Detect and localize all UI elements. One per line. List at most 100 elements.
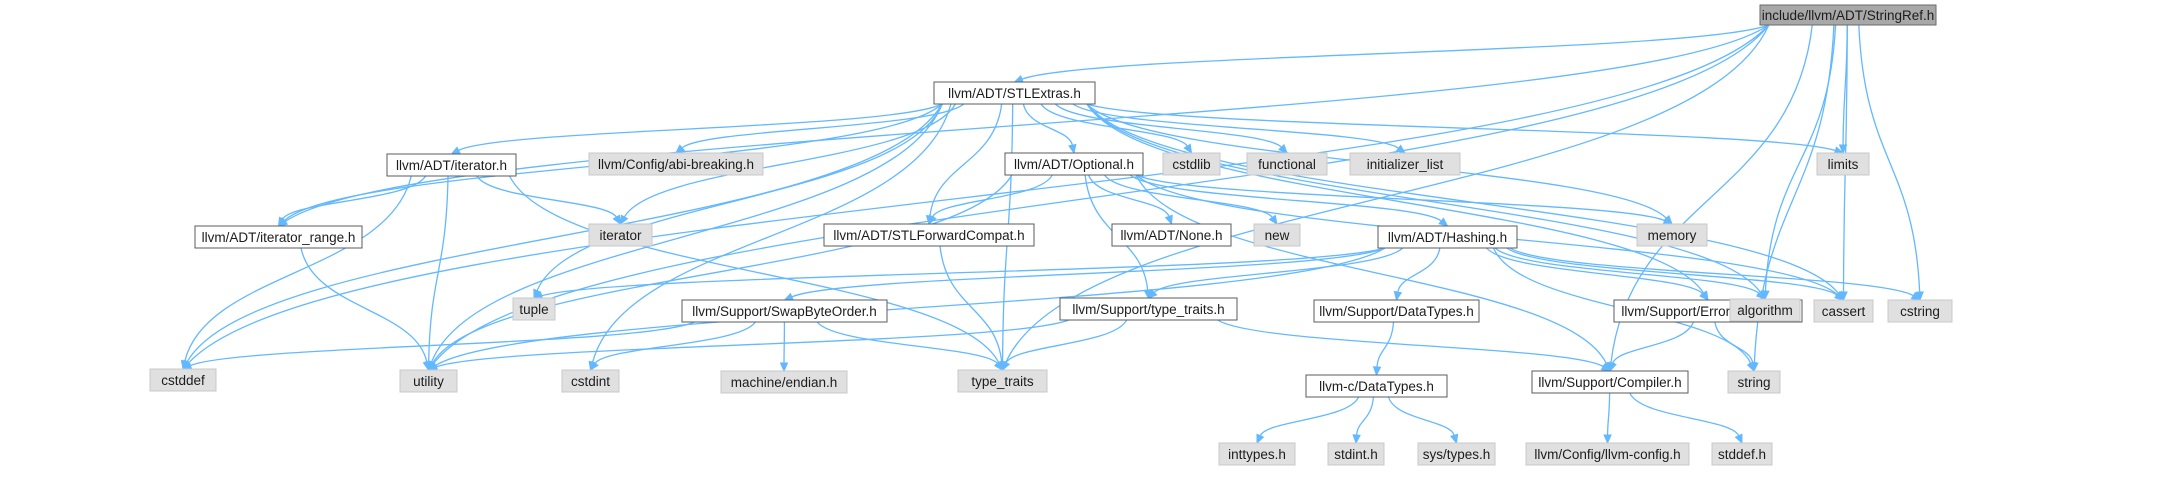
edge-stlforward-to-type_traits bbox=[939, 245, 1006, 372]
node-endian: machine/endian.h bbox=[720, 370, 848, 394]
node-memory: memory bbox=[1636, 223, 1708, 247]
node-label-cassert: cassert bbox=[1822, 304, 1866, 319]
node-label-hashing: llvm/ADT/Hashing.h bbox=[1388, 230, 1507, 245]
edge-typetraits_h-to-type_traits bbox=[1001, 319, 1128, 372]
node-inttypes: inttypes.h bbox=[1218, 442, 1296, 466]
node-label-cstddef: cstddef bbox=[161, 373, 205, 388]
node-label-initializer_list: initializer_list bbox=[1367, 157, 1444, 172]
node-label-cstring: cstring bbox=[1900, 304, 1940, 319]
node-label-tuple: tuple bbox=[519, 302, 548, 317]
edge-optional-to-new bbox=[1103, 174, 1278, 226]
edge-swapbyte-to-cstdint bbox=[589, 321, 756, 372]
node-label-stlforward: llvm/ADT/STLForwardCompat.h bbox=[833, 228, 1024, 243]
node-stddef: stddef.h bbox=[1711, 442, 1773, 466]
node-label-llvmc_datatypes: llvm-c/DataTypes.h bbox=[1319, 379, 1434, 394]
node-label-endian: machine/endian.h bbox=[731, 375, 838, 390]
edge-llvmc_datatypes-to-systypes bbox=[1387, 396, 1459, 445]
edge-swapbyte-to-endian bbox=[779, 321, 789, 373]
edge-stlextras-to-functional bbox=[1054, 103, 1288, 154]
edge-compiler-to-stddef bbox=[1629, 392, 1743, 445]
edge-optional-to-hashing bbox=[1129, 174, 1449, 227]
edge-hashing-to-cassert bbox=[1506, 247, 1845, 301]
node-label-limits: limits bbox=[1828, 157, 1859, 172]
edge-swapbyte-to-type_traits bbox=[816, 321, 1004, 371]
node-label-none: llvm/ADT/None.h bbox=[1120, 228, 1222, 243]
node-iterator_range[interactable]: llvm/ADT/iterator_range.h bbox=[194, 225, 363, 249]
node-typetraits_h[interactable]: llvm/Support/type_traits.h bbox=[1059, 297, 1238, 321]
edge-llvmc_datatypes-to-stdint bbox=[1352, 396, 1375, 445]
node-llvmc_datatypes[interactable]: llvm-c/DataTypes.h bbox=[1305, 374, 1448, 398]
edge-optional-to-memory bbox=[1135, 174, 1674, 225]
edge-stlextras-to-stlforward bbox=[925, 103, 1003, 226]
node-hashing[interactable]: llvm/ADT/Hashing.h bbox=[1377, 225, 1518, 249]
node-cstdint: cstdint bbox=[561, 369, 620, 393]
node-cstdlib: cstdlib bbox=[1162, 152, 1221, 176]
node-label-stringref: include/llvm/ADT/StringRef.h bbox=[1762, 8, 1935, 23]
node-swapbyte[interactable]: llvm/Support/SwapByteOrder.h bbox=[681, 299, 888, 323]
node-initializer_list: initializer_list bbox=[1349, 152, 1461, 176]
node-systypes: sys/types.h bbox=[1417, 442, 1496, 466]
node-label-typetraits_h: llvm/Support/type_traits.h bbox=[1072, 302, 1224, 317]
edge-hashing-to-errorhandling bbox=[1486, 247, 1709, 301]
node-algorithm: algorithm bbox=[1729, 298, 1801, 322]
node-string: string bbox=[1727, 370, 1781, 394]
node-label-inttypes: inttypes.h bbox=[1228, 447, 1286, 462]
node-cstddef: cstddef bbox=[149, 368, 217, 392]
node-label-compiler: llvm/Support/Compiler.h bbox=[1538, 375, 1681, 390]
node-label-new: new bbox=[1265, 228, 1290, 243]
edge-stringref-to-cstddef bbox=[182, 24, 1770, 370]
edge-hashing-to-algorithm bbox=[1494, 247, 1766, 300]
node-label-cstdint: cstdint bbox=[571, 374, 610, 389]
node-label-type_traits: type_traits bbox=[971, 374, 1034, 389]
edge-stringref-to-limits bbox=[1838, 24, 1848, 155]
edge-optional-to-none bbox=[1088, 174, 1173, 226]
node-label-algorithm: algorithm bbox=[1737, 303, 1793, 318]
node-llvmconfig: llvm/Config/llvm-config.h bbox=[1525, 442, 1690, 466]
edge-hashing-to-swapbyte bbox=[783, 247, 1386, 301]
node-none[interactable]: llvm/ADT/None.h bbox=[1111, 223, 1232, 247]
node-iterator_h[interactable]: llvm/ADT/iterator.h bbox=[386, 153, 517, 177]
edge-iterator_h-to-cstddef bbox=[180, 175, 412, 371]
node-stlforward[interactable]: llvm/ADT/STLForwardCompat.h bbox=[823, 223, 1035, 247]
edge-stlextras-to-optional bbox=[1022, 103, 1077, 155]
node-label-utility: utility bbox=[413, 374, 444, 389]
edge-typetraits_h-to-compiler bbox=[1217, 319, 1612, 372]
node-compiler[interactable]: llvm/Support/Compiler.h bbox=[1531, 370, 1689, 394]
edge-stlextras-to-abi bbox=[675, 103, 965, 154]
node-tuple: tuple bbox=[512, 297, 556, 321]
node-stringref[interactable]: include/llvm/ADT/StringRef.h bbox=[1759, 4, 1937, 26]
node-iterator: iterator bbox=[588, 223, 653, 247]
node-label-abi: llvm/Config/abi-breaking.h bbox=[598, 157, 754, 172]
node-label-llvmconfig: llvm/Config/llvm-config.h bbox=[1534, 447, 1680, 462]
node-label-functional: functional bbox=[1258, 157, 1316, 172]
edge-llvmc_datatypes-to-inttypes bbox=[1256, 396, 1360, 445]
node-stlextras[interactable]: llvm/ADT/STLExtras.h bbox=[933, 81, 1096, 105]
edge-stringref-to-cstring bbox=[1858, 24, 1924, 302]
node-functional: functional bbox=[1246, 152, 1328, 176]
nodes-layer: include/llvm/ADT/StringRef.h llvm/ADT/STL… bbox=[149, 4, 1953, 466]
node-label-iterator_h: llvm/ADT/iterator.h bbox=[396, 158, 507, 173]
edge-hashing-to-datatypes_support bbox=[1393, 247, 1441, 302]
node-label-memory: memory bbox=[1648, 228, 1697, 243]
edge-swapbyte-to-cstddef bbox=[181, 321, 695, 370]
edge-compiler-to-llvmconfig bbox=[1603, 392, 1612, 445]
node-abi: llvm/Config/abi-breaking.h bbox=[588, 152, 764, 176]
node-label-datatypes_support: llvm/Support/DataTypes.h bbox=[1319, 304, 1474, 319]
edge-errorhandling-to-string bbox=[1714, 321, 1757, 373]
node-label-iterator: iterator bbox=[599, 228, 642, 243]
node-optional[interactable]: llvm/ADT/Optional.h bbox=[1004, 152, 1144, 176]
node-label-string: string bbox=[1737, 375, 1770, 390]
node-label-stlextras: llvm/ADT/STLExtras.h bbox=[948, 86, 1081, 101]
node-datatypes_support[interactable]: llvm/Support/DataTypes.h bbox=[1313, 299, 1480, 323]
edge-hashing-to-utility bbox=[427, 247, 1386, 371]
node-label-iterator_range: llvm/ADT/iterator_range.h bbox=[202, 230, 356, 245]
edge-iterator_h-to-iterator bbox=[476, 175, 622, 226]
node-new: new bbox=[1253, 223, 1301, 247]
edge-datatypes_support-to-llvmc_datatypes bbox=[1372, 321, 1395, 377]
node-label-systypes: sys/types.h bbox=[1423, 447, 1491, 462]
edge-optional-to-stlforward bbox=[928, 174, 1053, 226]
edge-stlextras-to-cstdlib bbox=[1040, 103, 1193, 155]
node-cstring: cstring bbox=[1887, 299, 1953, 323]
node-type_traits: type_traits bbox=[957, 369, 1048, 393]
